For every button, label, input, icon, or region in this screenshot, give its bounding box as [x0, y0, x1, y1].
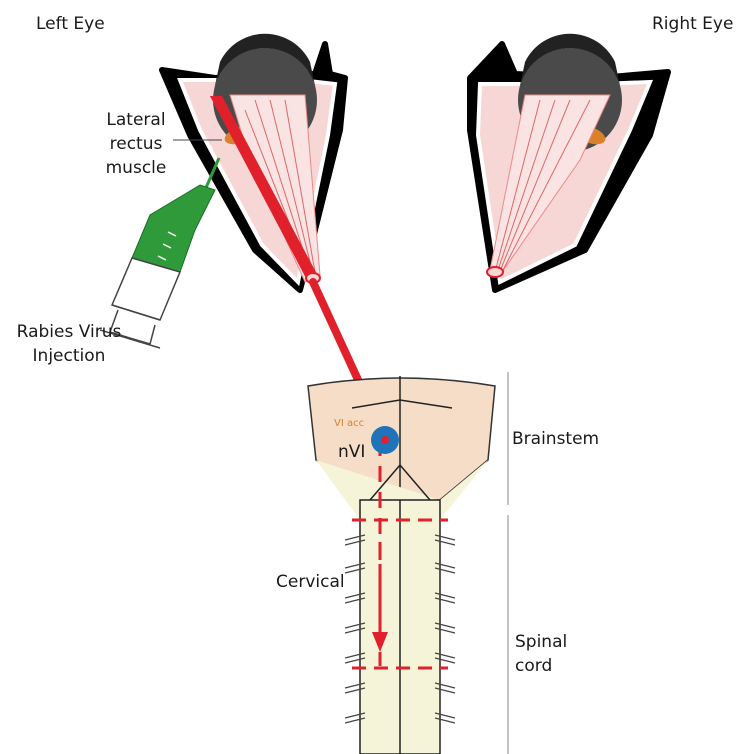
nvi-nucleus-center — [381, 436, 389, 444]
cervical-label: Cervical — [276, 570, 345, 594]
lateral-rectus-label-line2: rectus — [103, 132, 169, 156]
injection-label-line2: Injection — [8, 344, 130, 368]
spinal-label-line2: cord — [515, 654, 552, 678]
nucleus-small-label: VI acc — [334, 418, 364, 430]
injection-label-line1: Rabies Virus — [8, 320, 130, 344]
right-eye — [470, 34, 668, 290]
lateral-rectus-label-line1: Lateral — [103, 108, 169, 132]
left-eye-label: Left Eye — [36, 12, 105, 36]
nvi-label: nVI — [338, 440, 365, 464]
syringe-barrel-filled — [132, 185, 215, 272]
brainstem-label: Brainstem — [512, 427, 599, 451]
spinal-label-line1: Spinal — [515, 630, 567, 654]
right-optic-nerve-end — [487, 267, 503, 277]
right-eye-label: Right Eye — [652, 12, 733, 36]
lateral-rectus-label-line3: muscle — [103, 156, 169, 180]
left-eye — [162, 34, 345, 290]
